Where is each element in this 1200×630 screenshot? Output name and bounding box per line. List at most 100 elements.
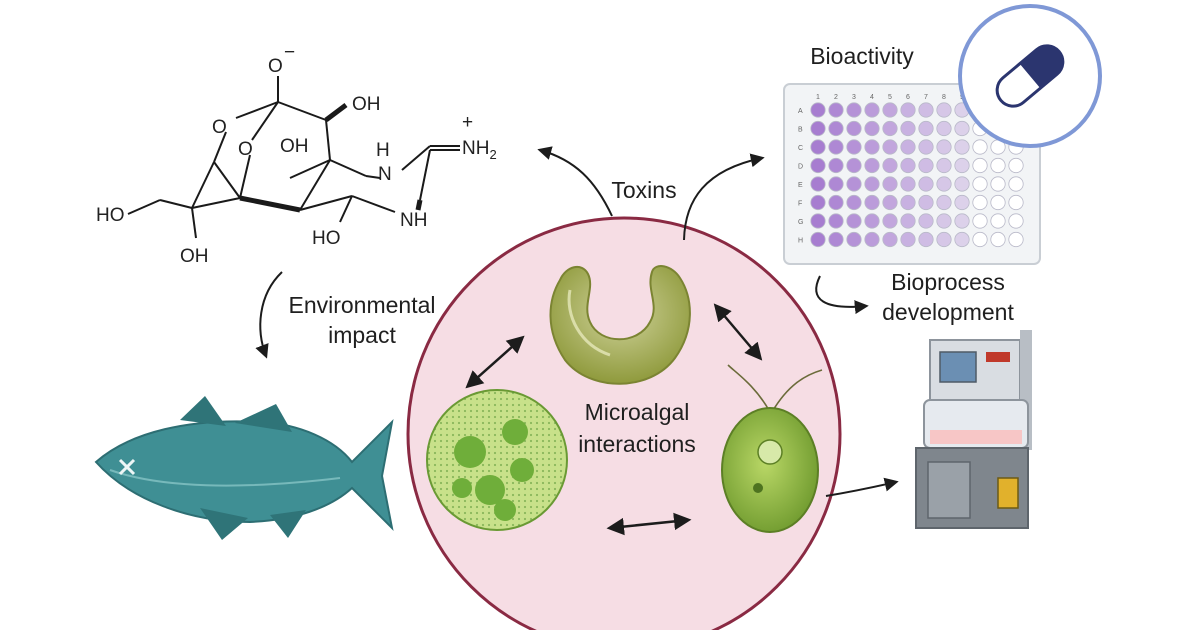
plate-well [936,176,952,192]
plate-well [864,231,880,248]
plate-well [846,102,862,118]
plate-well [900,102,916,118]
plate-well [846,139,862,155]
toxins-label: Toxins [611,177,676,203]
crescent-cell-icon [549,265,691,385]
mol-h-top: H [376,140,390,161]
colony-cell-icon [426,389,568,531]
plate-row-label: F [798,201,802,208]
bioactivity-label: Bioactivity [810,43,914,69]
plate-well [936,213,952,229]
plate-well [900,120,916,137]
plate-well [918,231,934,248]
plate-well [810,231,826,248]
plate-well [882,120,898,137]
flagellate-cell-icon [721,364,823,533]
plate-well [918,157,934,174]
mol-oh-bottom: OH [180,246,209,267]
plate-column-label: 5 [888,94,892,101]
plate-well [882,231,898,248]
plate-row-label: E [798,182,803,189]
plate-column-label: 6 [906,94,910,101]
microalgal-label-line1: Microalgal [585,399,690,425]
plate-well [882,139,898,155]
plate-well [954,139,970,155]
environmental-arrow [255,271,283,359]
plate-well [828,194,844,211]
plate-well [972,194,988,211]
plate-well [900,157,916,174]
plate-well [810,102,826,118]
toxin-arrow-to-plate [683,153,765,241]
plate-well [1008,176,1024,192]
plate-well [936,139,952,155]
plate-column-label: 7 [924,94,928,101]
plate-well [954,157,970,174]
mol-ho-left: HO [96,205,125,226]
plate-well [828,102,844,118]
interaction-arrow-bottom [606,512,692,536]
mol-minus-sign: − [284,42,295,63]
plate-row-label: G [798,219,803,226]
plate-well [900,139,916,155]
plate-well [882,157,898,174]
plate-row-label: D [798,164,803,171]
plate-well [954,213,970,229]
plate-well [1008,194,1024,211]
plate-well [990,213,1006,229]
plate-well [918,120,934,137]
dead-fish-icon [94,396,394,540]
plate-well [810,194,826,211]
interaction-arrow-right [713,303,763,361]
plate-column-label: 3 [852,94,856,101]
plate-well [972,157,988,174]
microalgal-label-line2: interactions [578,431,696,457]
plate-well [990,176,1006,192]
plate-well [918,139,934,155]
plate-well [936,102,952,118]
interaction-arrow-left [465,335,525,389]
plate-well [900,231,916,248]
plate-well [864,213,880,229]
toxin-arrow-to-molecule [537,146,613,217]
plate-well [828,157,844,174]
plate-well [810,213,826,229]
mol-n-top: N [378,164,392,185]
plate-well [972,176,988,192]
plate-well [810,120,826,137]
plate-column-label: 2 [834,94,838,101]
plate-well [972,231,988,248]
plate-row-label: B [798,127,803,134]
plate-well [954,231,970,248]
environmental-label-line2: impact [328,322,396,348]
plate-column-label: 1 [816,94,820,101]
plate-well [936,120,952,137]
plate-well [1008,231,1024,248]
plate-well [936,231,952,248]
plate-column-label: 4 [870,94,874,101]
bioreactor-arrow [825,477,899,497]
plate-well [828,231,844,248]
mol-oh-top: OH [352,94,381,115]
bioprocess-arrow [815,275,869,315]
plate-well [846,213,862,229]
plate-well [828,176,844,192]
plate-well [864,102,880,118]
plate-well [864,157,880,174]
plate-well [846,120,862,137]
plate-well [954,120,970,137]
plate-row-label: A [798,108,803,115]
mol-ho-lower: HO [312,228,341,249]
bioreactor-icon [915,330,1032,529]
bioprocess-label-line2: development [882,299,1014,325]
plate-well [882,176,898,192]
plate-well [990,194,1006,211]
plate-well [936,157,952,174]
plate-well [990,231,1006,248]
plate-well [846,176,862,192]
plate-well [864,139,880,155]
plate-well [900,194,916,211]
plate-well [828,139,844,155]
plate-well [810,176,826,192]
